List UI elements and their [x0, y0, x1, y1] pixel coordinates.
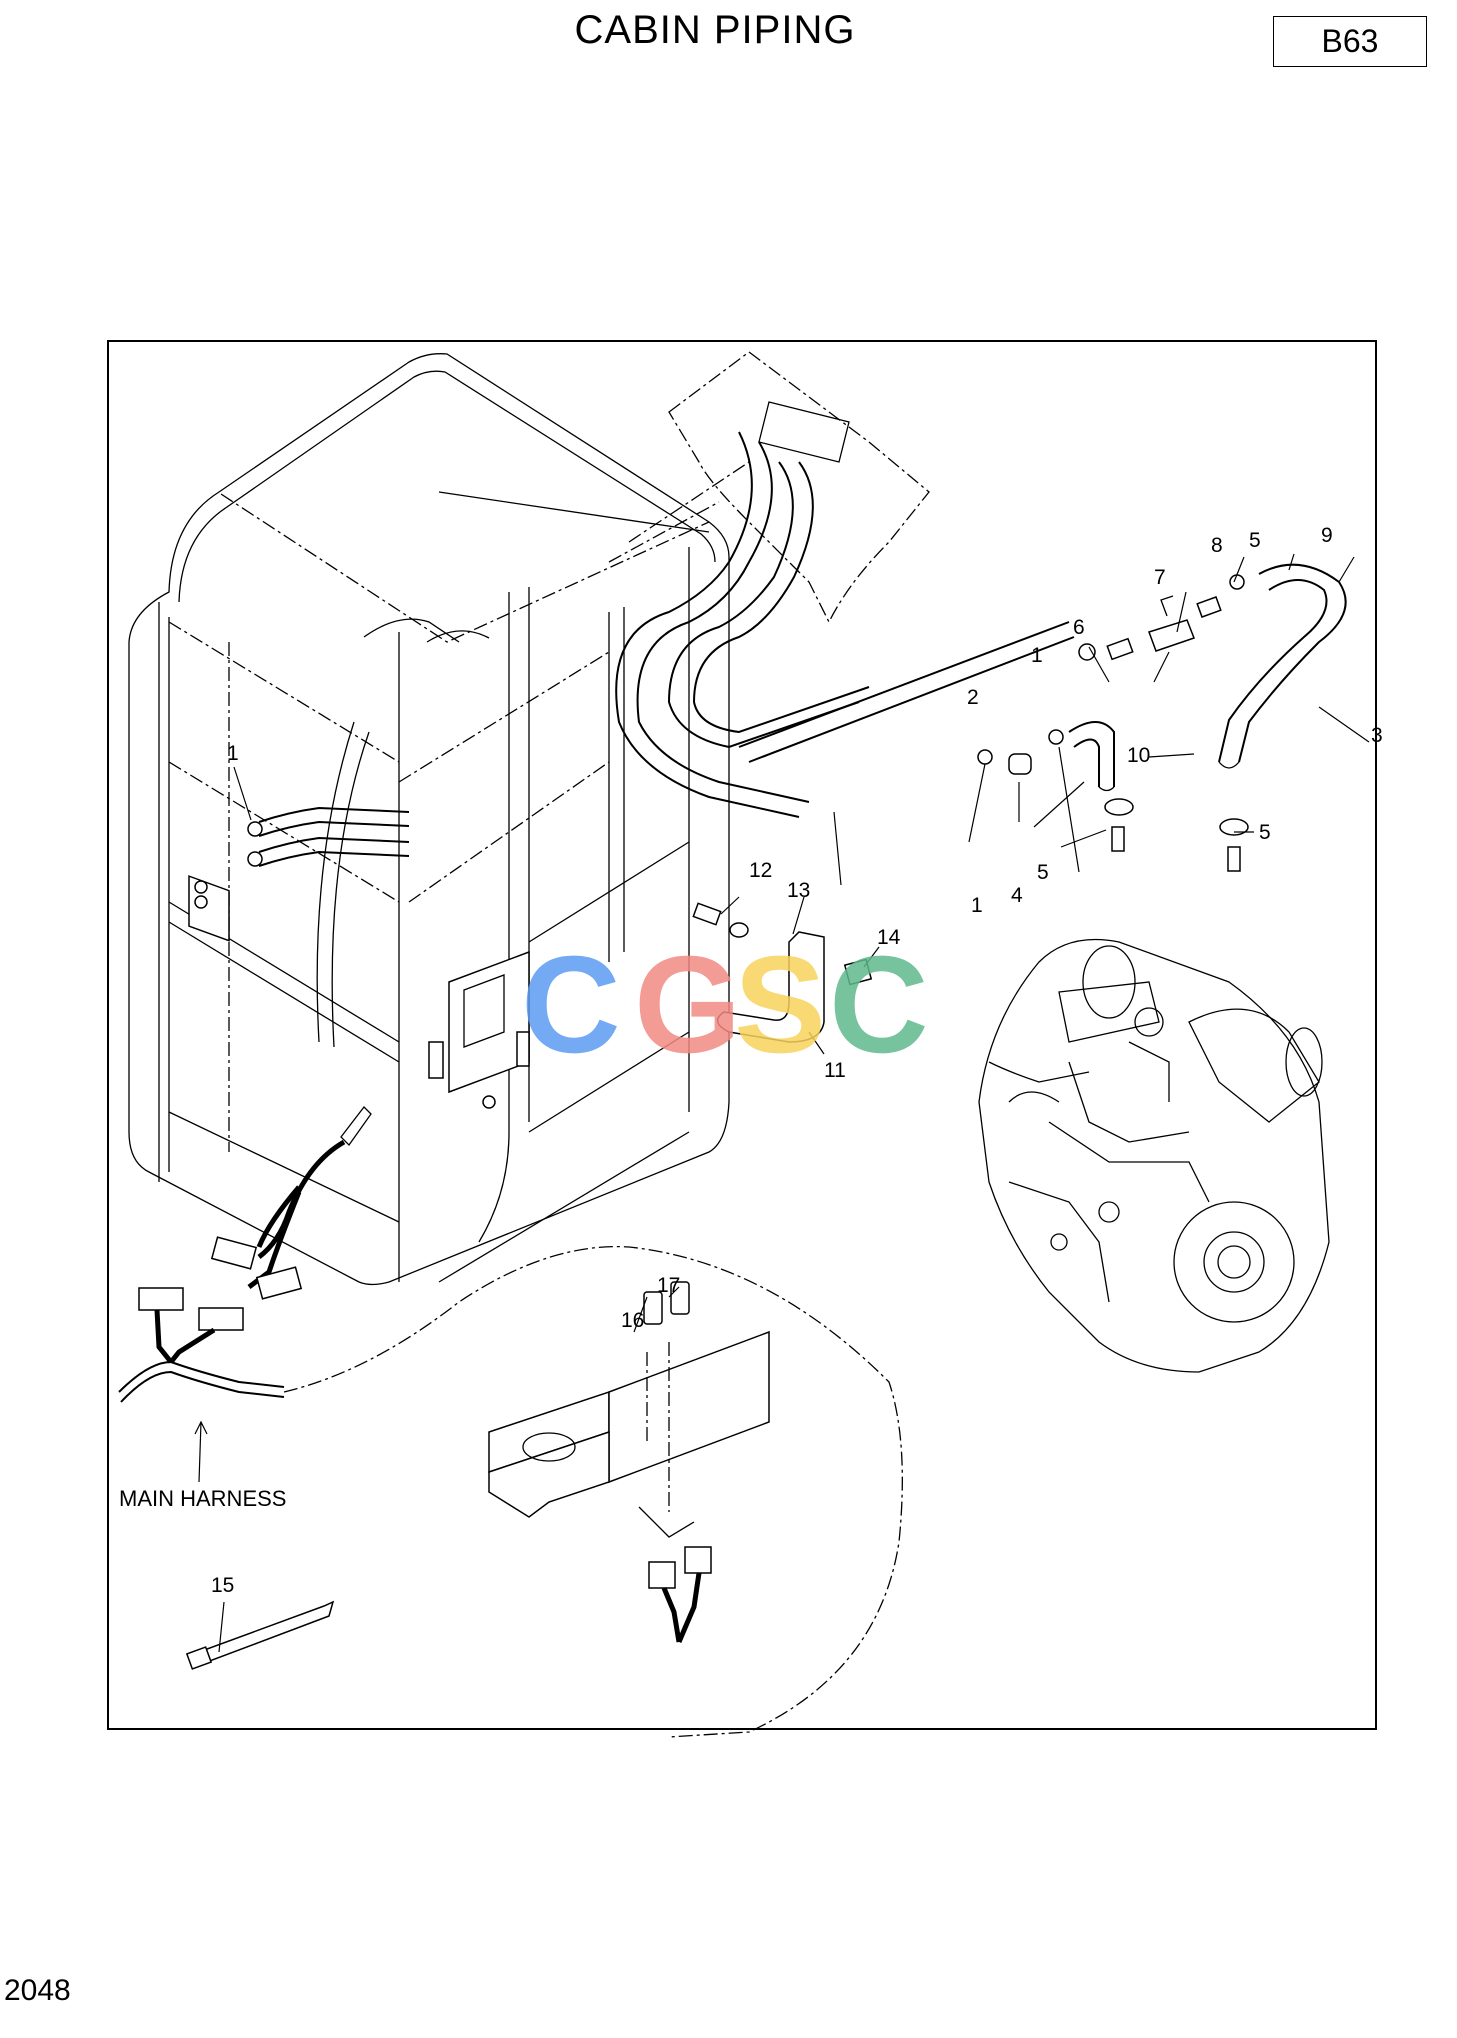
hose-clamp: [1078, 643, 1096, 661]
callout-1: 1: [227, 742, 239, 765]
cabin-frame: [128, 353, 730, 1286]
hose-clamp: [1104, 798, 1134, 816]
switch-box: [488, 1281, 770, 1643]
callout-6: 6: [1073, 616, 1085, 639]
hose-clamp: [1048, 729, 1064, 745]
screw: [482, 1095, 496, 1109]
hose-clamp: [1229, 574, 1245, 590]
page-title: CABIN PIPING: [574, 8, 856, 52]
cabin-harness: [210, 1106, 372, 1300]
cabin-piping-diagram: 1 1 1 2 3 4 5 5 5 6 7 8 9 10 11 12 13 14…: [118, 351, 1383, 1738]
callout-7: 7: [1154, 566, 1166, 589]
hose-clamp: [1219, 818, 1249, 836]
cable-tie: [185, 1600, 335, 1670]
callout-10: 10: [1127, 744, 1150, 767]
leader-lines: [218, 553, 1370, 1653]
watermark-letter: G: [634, 928, 741, 1082]
callout-2: 2: [967, 686, 979, 709]
callout-15: 15: [211, 1574, 234, 1597]
callout-numbers: 1 1 1 2 3 4 5 5 5 6 7 8 9 10 11 12 13 14…: [119, 524, 1383, 1597]
callout-5: 5: [1249, 529, 1261, 552]
main-harness: [118, 1245, 903, 1738]
page-number: 2048: [4, 1974, 71, 2007]
callout-11: 11: [824, 1059, 846, 1082]
callout-5: 5: [1037, 861, 1049, 884]
hose-clamp: [247, 851, 263, 867]
boom-outline: [608, 351, 930, 624]
callout-8: 8: [1211, 534, 1223, 557]
callout-16: 16: [621, 1309, 644, 1332]
nipple-fitting: [1111, 826, 1125, 852]
bracket-assembly: [692, 902, 873, 1043]
watermark-letter: S: [734, 928, 826, 1082]
page-code-box: B63: [1273, 16, 1427, 67]
callout-5: 5: [1259, 821, 1271, 844]
callout-13: 13: [787, 879, 810, 902]
connector: [684, 1546, 712, 1574]
connector: [648, 1561, 676, 1589]
main-harness-label: MAIN HARNESS: [119, 1486, 286, 1511]
diagram-frame: 1 1 1 2 3 4 5 5 5 6 7 8 9 10 11 12 13 14…: [107, 340, 1383, 1738]
cabin-heater-hoses: [247, 806, 410, 867]
callout-14: 14: [877, 926, 901, 949]
callout-4: 4: [1011, 884, 1023, 907]
bolt: [692, 902, 722, 926]
joint: [1008, 753, 1032, 775]
callout-12: 12: [749, 859, 772, 882]
hose-clamp: [247, 821, 263, 837]
callout-17: 17: [657, 1274, 680, 1297]
watermark-letter: C: [521, 928, 621, 1082]
engine: [978, 938, 1330, 1373]
callout-9: 9: [1321, 524, 1333, 547]
pressure-switch: [643, 1291, 663, 1325]
cock-valve: [1148, 619, 1195, 652]
nipple-fitting: [1106, 637, 1134, 661]
washer: [729, 922, 749, 938]
watermark: C G S C: [521, 928, 929, 1082]
bracket-clip: [716, 931, 825, 1043]
callout-3: 3: [1371, 724, 1383, 747]
heater-hose-u: [615, 431, 870, 818]
cabin-control-valve: [188, 875, 230, 942]
hose-fittings: [738, 563, 1347, 872]
cabin-control-panel: [428, 950, 530, 1109]
callout-1: 1: [971, 894, 983, 917]
nipple-fitting: [1196, 596, 1222, 618]
callout-1: 1: [1031, 644, 1043, 667]
hose-clamp: [977, 749, 993, 765]
nipple-fitting: [1227, 846, 1241, 872]
watermark-letter: C: [829, 928, 929, 1082]
